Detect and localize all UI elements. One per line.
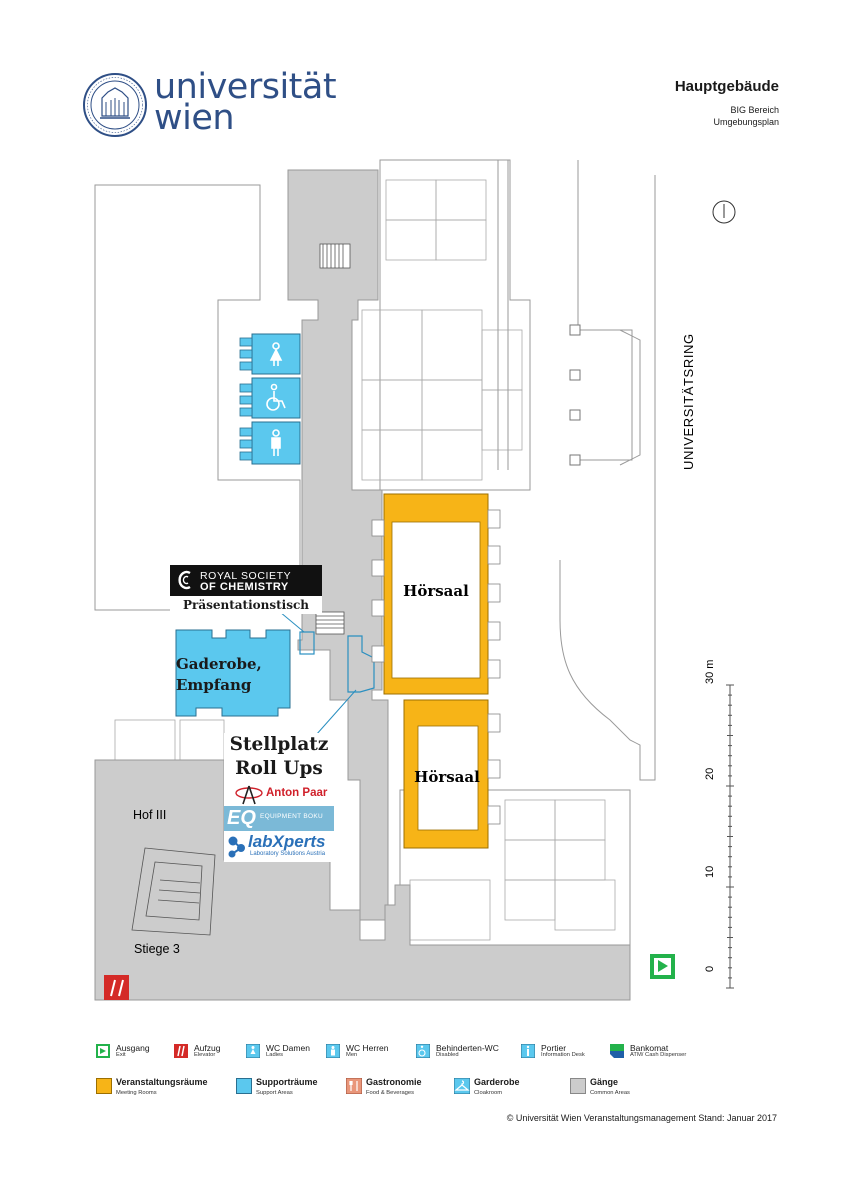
toilet-stalls — [239, 337, 253, 461]
legend-label: WC Herren — [346, 1043, 389, 1053]
legend-label: Behinderten-WC — [436, 1043, 499, 1053]
wardrobe-label: Gaderobe, Empfang — [176, 654, 262, 696]
rollups-line-1: Stellplatz — [229, 734, 329, 755]
legend-label: Bankomat — [630, 1043, 669, 1053]
courtyard-label: Hof III — [133, 808, 166, 822]
building-outlines — [94, 159, 631, 961]
eq-boku-logo: EQ EQUIPMENT BOKU — [224, 806, 334, 831]
exit-icon — [96, 1044, 110, 1058]
logo-line-1: universität — [154, 67, 337, 107]
legend-label: Aufzug — [194, 1043, 221, 1053]
sponsor-logos: Anton Paar EQ EQUIPMENT BOKU labXperts L… — [224, 781, 334, 862]
meeting-room-inner — [391, 521, 481, 831]
elevator-icon — [104, 975, 129, 1000]
scale-label-10: 10 — [704, 866, 716, 878]
staircase-label: Stiege 3 — [134, 942, 180, 956]
legend-label: WC Damen — [266, 1043, 310, 1053]
gaderobe-room — [175, 629, 291, 717]
wardrobe-line-2: Empfang — [176, 676, 252, 694]
rsc-line-1: ROYAL SOCIETY — [200, 570, 292, 582]
university-logo-wordmark: universität wien — [154, 67, 337, 138]
stairs — [131, 243, 351, 936]
labxperts-tagline: Laboratory Solutions Austria — [250, 851, 326, 857]
hall-1-label: Hörsaal — [403, 582, 469, 600]
presentation-table — [299, 631, 375, 693]
wc-men-icon — [326, 1044, 340, 1058]
legend-label: Veranstaltungsräume — [116, 1077, 208, 1087]
rollups-line-2: Roll Ups — [235, 758, 323, 779]
legend-label: Gastronomie — [366, 1077, 422, 1087]
wc-men-icon — [271, 429, 281, 456]
page-subtitle: BIG Bereich Umgebungsplan — [713, 104, 779, 128]
legend-label: Gänge — [590, 1077, 619, 1087]
wardrobe-line-1: Gaderobe, — [176, 655, 262, 673]
scale-ticks — [726, 684, 734, 989]
legend-sublabel: Cloakroom — [474, 1090, 503, 1096]
anton-paar-emblem-icon — [235, 785, 263, 805]
legend-sublabel: Exit — [116, 1052, 126, 1058]
eq-mark: EQ — [227, 807, 256, 829]
legend-sublabel: Common Areas — [590, 1090, 630, 1096]
wheelchair-icon — [416, 1044, 430, 1058]
north-arrow-icon — [712, 200, 736, 224]
legend-sublabel: Disabled — [436, 1052, 459, 1058]
atm-icon — [610, 1044, 624, 1058]
royal-society-logo: ROYAL SOCIETY OF CHEMISTRY — [170, 565, 322, 596]
legend-sublabel: Ladies — [266, 1052, 284, 1058]
legend-label: Ausgang — [116, 1043, 150, 1053]
legend-label: Portier — [541, 1043, 567, 1053]
elevator-icon — [174, 1044, 188, 1058]
scale-label-0: 0 — [704, 966, 716, 972]
university-seal-icon — [83, 73, 147, 137]
labxperts-emblem-icon — [228, 836, 245, 858]
exit-icon — [650, 954, 675, 979]
common-areas-swatch — [570, 1078, 586, 1094]
scale-label-20: 20 — [704, 768, 716, 780]
wheelchair-icon — [266, 383, 286, 411]
legend-sublabel: Men — [346, 1052, 358, 1058]
legend-sublabel: Meeting Rooms — [116, 1090, 157, 1096]
rsc-emblem-icon — [178, 570, 191, 590]
rsc-line-2: OF CHEMISTRY — [200, 581, 289, 593]
presentation-table-label: Präsentationstisch — [170, 596, 322, 614]
food-icon — [346, 1078, 362, 1094]
cloakroom-icon — [454, 1078, 470, 1094]
legend-sublabel: Support Areas — [256, 1090, 293, 1096]
rollups-label: Stellplatz Roll Ups — [224, 733, 334, 781]
wall-details — [114, 179, 616, 941]
meeting-rooms-swatch — [96, 1078, 112, 1094]
wc-women-icon — [246, 1044, 260, 1058]
wc-women-icon — [269, 342, 283, 366]
street-pillars — [569, 324, 581, 466]
legend-sublabel: Food & Beverages — [366, 1090, 415, 1096]
anton-paar-logo: Anton Paar — [226, 783, 332, 805]
eq-label: EQUIPMENT BOKU — [260, 813, 323, 820]
legend-sublabel: ATM/ Cash Dispenser — [630, 1052, 687, 1058]
anton-paar-text: Anton Paar — [266, 787, 328, 799]
labxperts-text: labXperts — [248, 832, 326, 851]
legend-sublabel: Elevator — [194, 1052, 216, 1058]
legend-sublabel: Information Desk — [541, 1052, 585, 1058]
street-label: UNIVERSITÄTSRING — [681, 333, 696, 470]
page-title: Hauptgebäude — [674, 78, 779, 95]
street-lines — [497, 160, 656, 781]
logo-line-2: wien — [154, 98, 235, 138]
labxperts-logo: labXperts Laboratory Solutions Austria — [224, 832, 334, 862]
legend-label: Supporträume — [256, 1077, 318, 1087]
subtitle-line-2: Umgebungsplan — [713, 117, 779, 127]
support-rooms — [175, 333, 301, 717]
info-icon — [521, 1044, 535, 1058]
legend-label: Garderobe — [474, 1077, 520, 1087]
callout-leaders — [279, 611, 357, 736]
subtitle-line-1: BIG Bereich — [730, 105, 779, 115]
window-bays — [371, 509, 501, 825]
support-areas-swatch — [236, 1078, 252, 1094]
copyright-footer: © Universität Wien Veranstaltungsmanagem… — [506, 1113, 777, 1123]
scale-label-30: 30 m — [704, 660, 716, 684]
hall-2-label: Hörsaal — [414, 768, 480, 786]
